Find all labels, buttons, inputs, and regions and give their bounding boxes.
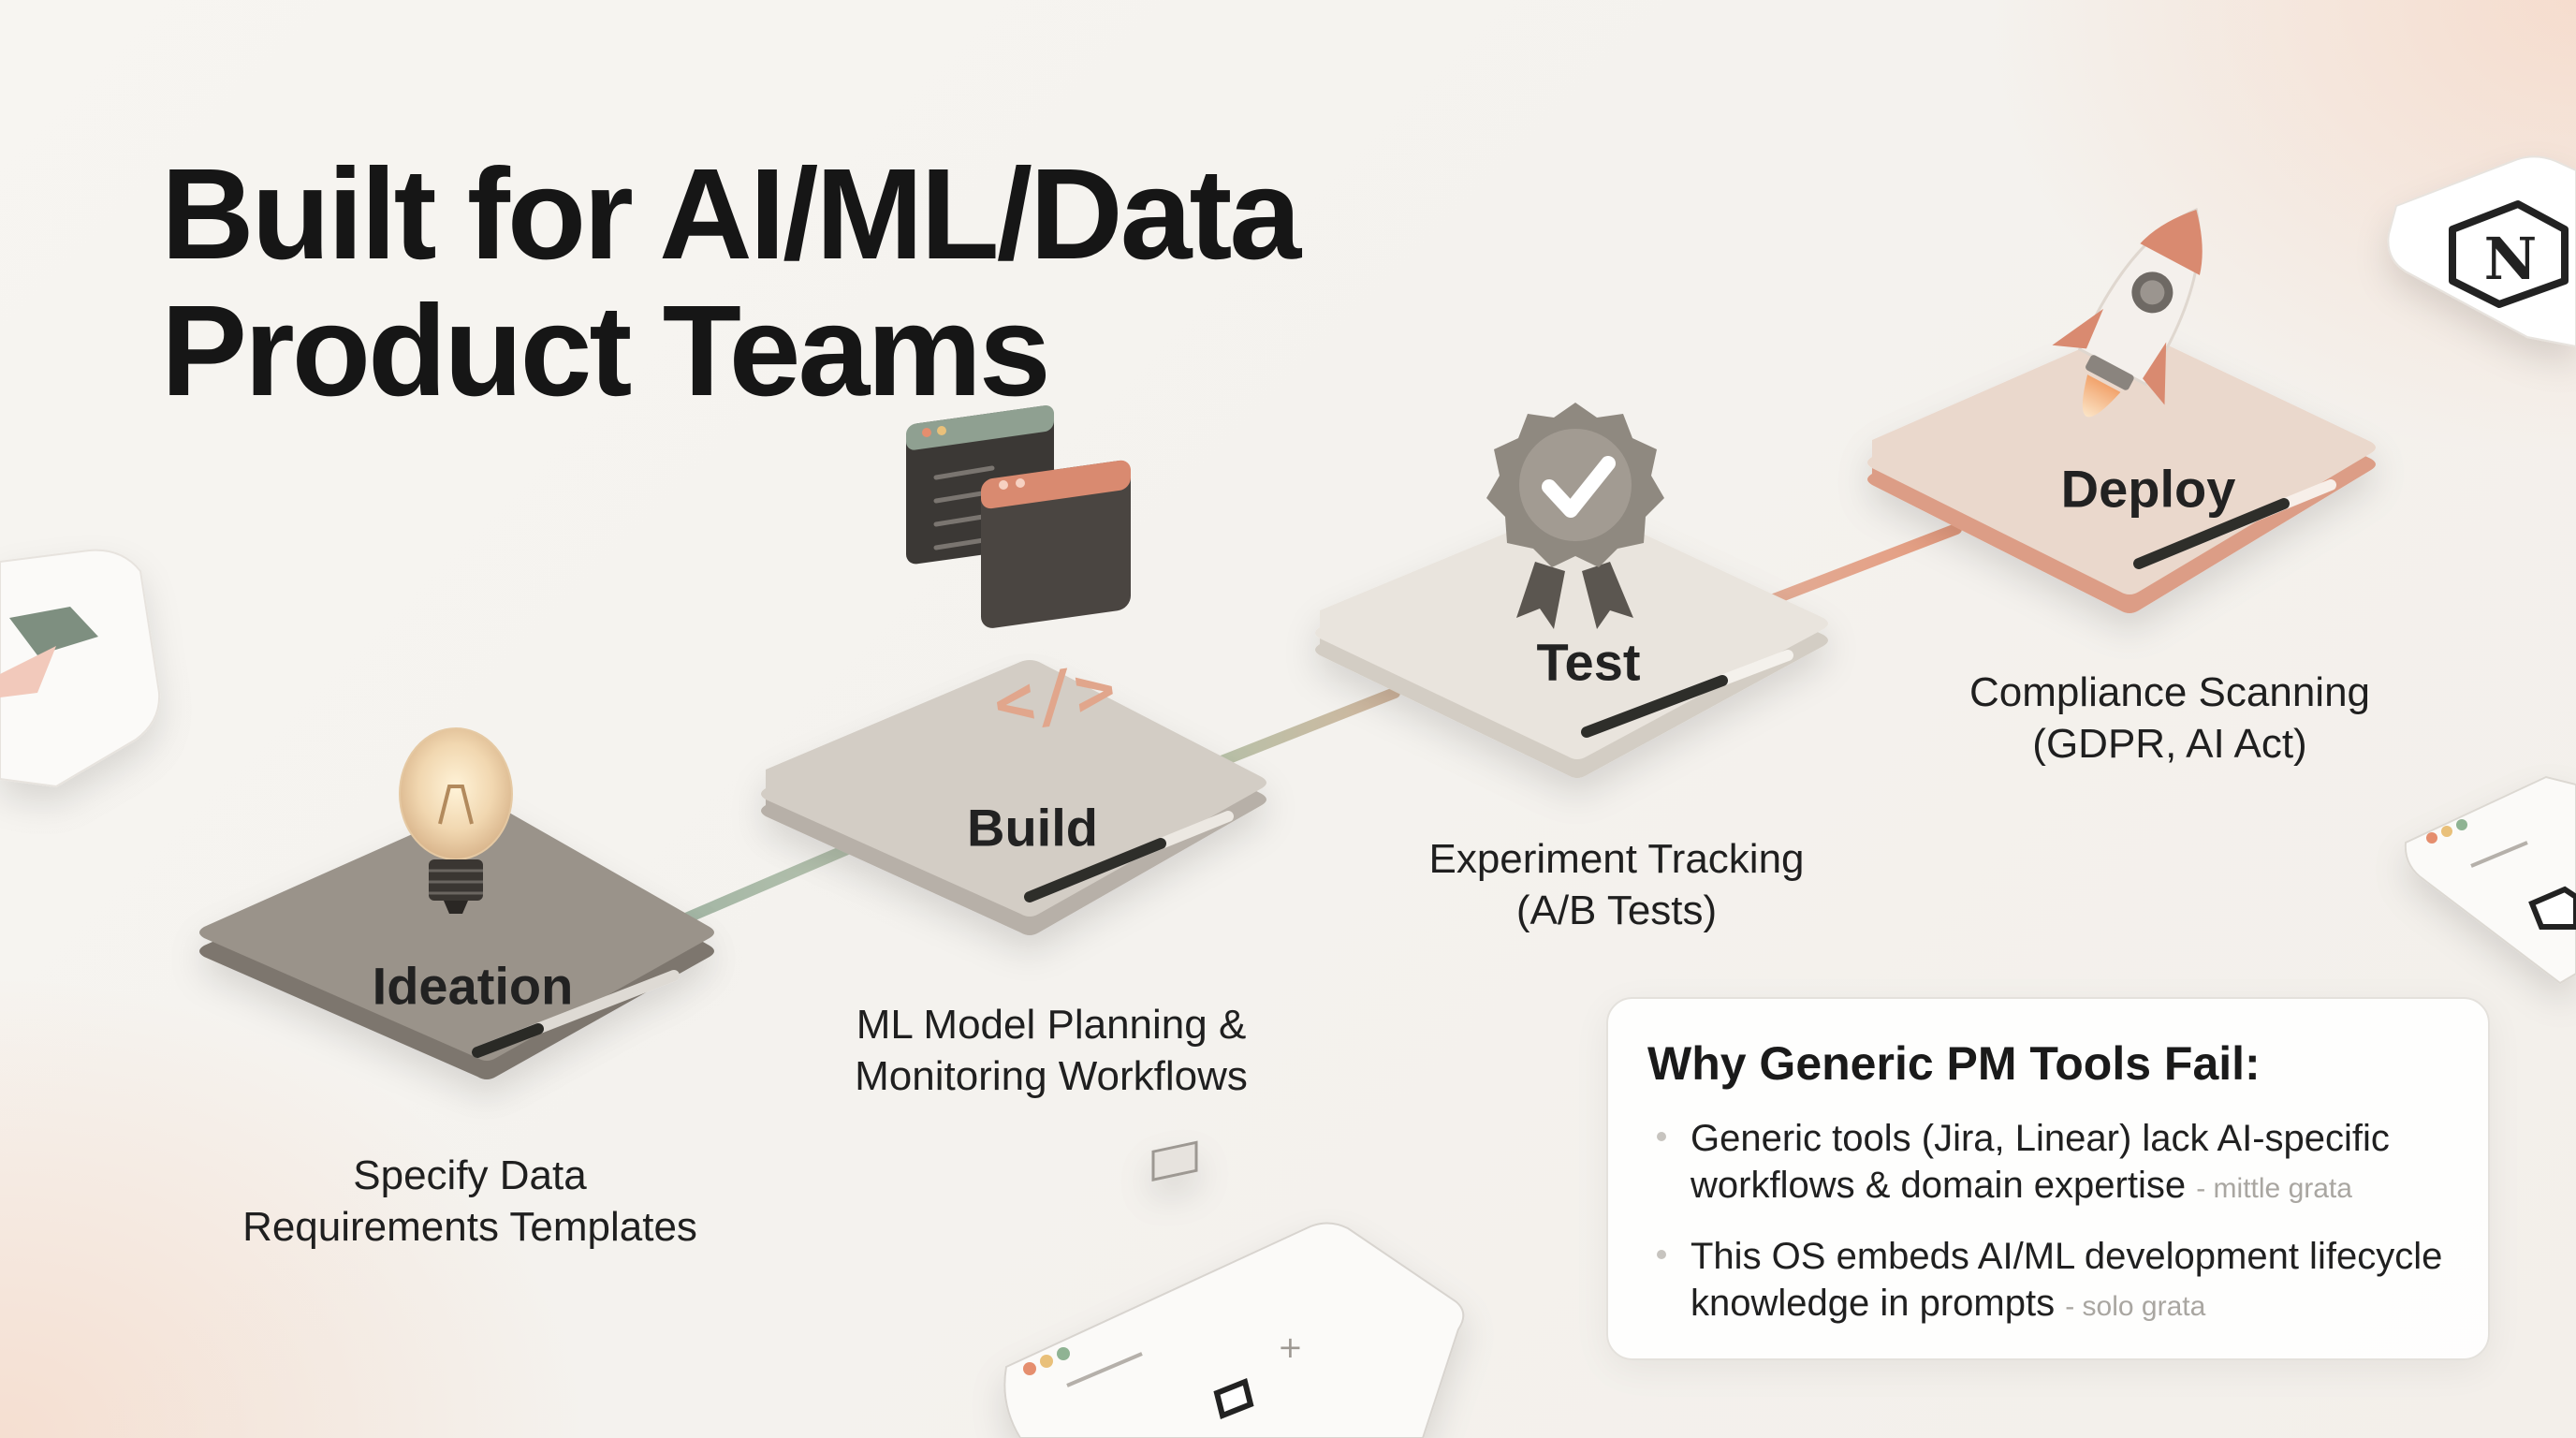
rocket-icon	[2052, 207, 2203, 418]
stage-deploy-label: Deploy	[2060, 459, 2236, 519]
card-bullet-1-line-1: Generic tools (Jira, Linear) lack AI-spe…	[1690, 1118, 2390, 1159]
stage-ideation-desc-line-2: Requirements Templates	[242, 1204, 697, 1250]
stage-deploy-platform	[1867, 330, 2376, 613]
stage-test-label: Test	[1536, 632, 1641, 692]
card-title: Why Generic PM Tools Fail:	[1647, 1037, 2261, 1090]
card-bullet-2-tag: - solo grata	[2065, 1291, 2206, 1322]
stage-deploy-desc-line-1: Compliance Scanning	[1969, 669, 2371, 715]
bottom-window-decoration: +	[1003, 1140, 1465, 1438]
card-bullet-1: Generic tools (Jira, Linear) lack AI-spe…	[1647, 1115, 2451, 1212]
stage-test-desc-line-2: (A/B Tests)	[1515, 888, 1718, 933]
stage-build-desc-line-1: ML Model Planning &	[856, 1002, 1247, 1048]
stage-build-progress	[1024, 838, 1166, 902]
notion-logo-text: N	[2484, 225, 2538, 293]
stage-deploy-desc-line-2: (GDPR, AI Act)	[2032, 721, 2307, 767]
stage-test-description: Experiment Tracking (A/B Tests)	[1428, 833, 1804, 936]
stage-build-platform	[761, 660, 1266, 935]
card-bullet-1-tag: - mittle grata	[2196, 1173, 2352, 1204]
stage-build-desc-line-2: Monitoring Workflows	[855, 1053, 1248, 1099]
right-window-decoration	[2404, 775, 2576, 985]
card-bullet-2-line-2: knowledge in prompts	[1690, 1283, 2056, 1324]
connector-build-test	[1211, 687, 1400, 769]
card-bullet-2-line-2-wrap: knowledge in prompts - solo grata	[1690, 1280, 2451, 1330]
card-bullet-1-line-2: workflows & domain expertise	[1690, 1165, 2187, 1206]
connector-test-deploy	[1768, 523, 1962, 605]
stage-ideation-progress	[472, 1023, 544, 1058]
svg-text:+: +	[1278, 1329, 1303, 1365]
stage-deploy-description: Compliance Scanning (GDPR, AI Act)	[1969, 667, 2370, 770]
stage-test-platform	[1315, 506, 1828, 778]
stage-ideation-label: Ideation	[372, 956, 574, 1016]
stage-build-label: Build	[967, 798, 1098, 858]
bullet-dot-icon	[1657, 1132, 1666, 1141]
stage-test-desc-line-1: Experiment Tracking	[1428, 836, 1805, 882]
card-bullet-2: This OS embeds AI/ML development lifecyc…	[1647, 1233, 2451, 1330]
code-window-icon: </>	[906, 405, 1131, 743]
page-title-line-2: Product Teams	[161, 279, 1051, 423]
page-title-line-1: Built for AI/ML/Data	[161, 142, 1301, 286]
why-generic-tools-fail-card: Why Generic PM Tools Fail: Generic tools…	[1606, 997, 2490, 1360]
stage-deploy-progress	[2133, 498, 2290, 569]
lightbulb-icon	[399, 727, 513, 914]
card-bullet-2-line-1: This OS embeds AI/ML development lifecyc…	[1690, 1236, 2443, 1277]
svg-text:</>: </>	[988, 649, 1120, 743]
left-tile-decoration	[0, 549, 161, 788]
card-bullet-1-line-2-wrap: workflows & domain expertise - mittle gr…	[1690, 1162, 2451, 1212]
notion-tile-decoration: N	[2387, 155, 2576, 348]
stage-ideation-platform	[199, 803, 714, 1079]
bullet-dot-icon	[1657, 1250, 1666, 1259]
badge-check-icon	[1486, 403, 1664, 629]
stage-build-description: ML Model Planning & Monitoring Workflows	[855, 999, 1248, 1102]
stage-ideation-desc-line-1: Specify Data	[353, 1152, 587, 1198]
stage-ideation-description: Specify Data Requirements Templates	[242, 1150, 697, 1253]
stage-test-progress	[1581, 675, 1728, 738]
